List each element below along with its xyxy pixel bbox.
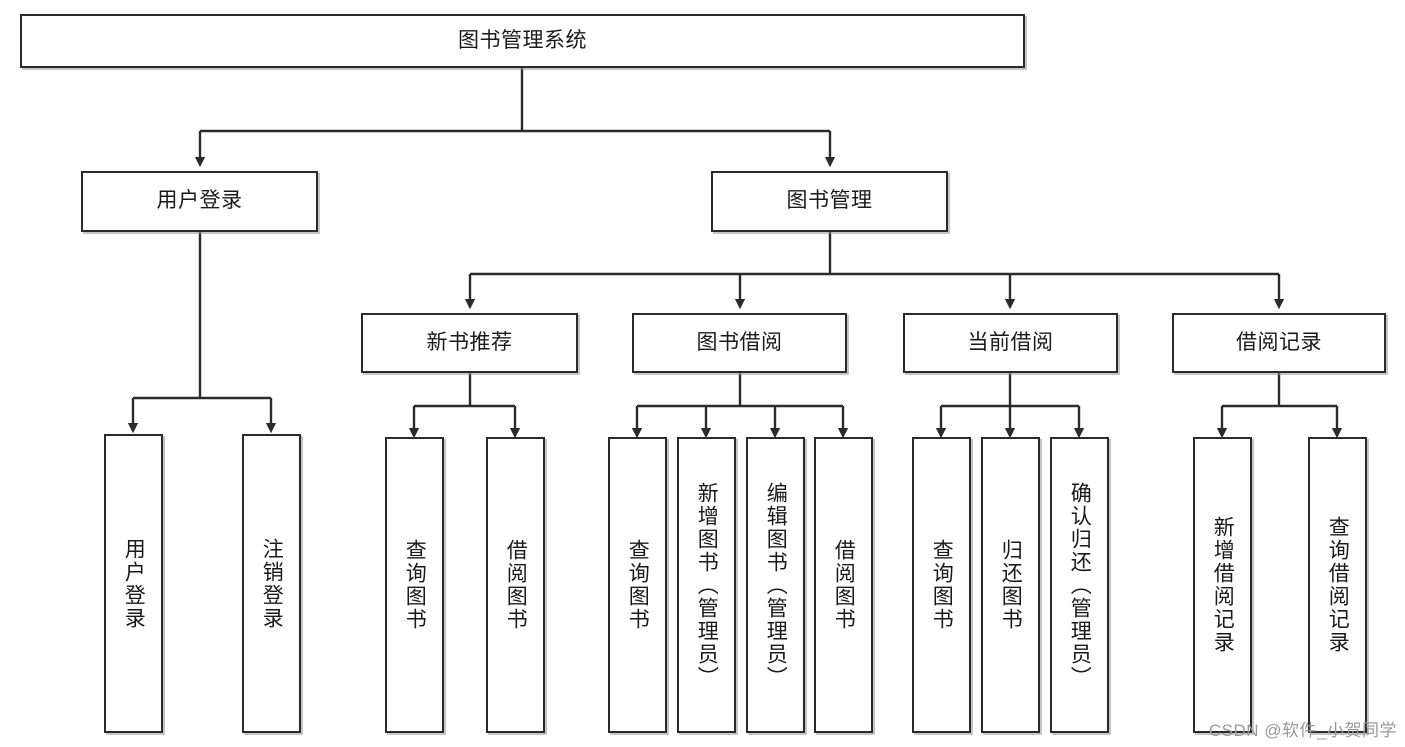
node-new-book-recommend-label: 新书推荐: [426, 330, 513, 354]
leaf-query-book-current[interactable]: 查询图书: [912, 437, 971, 733]
leaf-edit-book-admin[interactable]: 编辑图书（管理员）: [746, 437, 805, 733]
node-current-borrow-label: 当前借阅: [967, 330, 1054, 354]
node-book-management[interactable]: 图书管理: [711, 171, 948, 232]
leaf-user-login[interactable]: 用户登录: [104, 434, 163, 733]
node-borrow-record[interactable]: 借阅记录: [1172, 313, 1386, 373]
leaf-add-book-admin[interactable]: 新增图书（管理员）: [677, 437, 736, 733]
leaf-confirm-return-admin-label: 确认归还（管理员）: [1068, 481, 1092, 689]
leaf-add-borrow-record[interactable]: 新增借阅记录: [1193, 437, 1252, 733]
node-book-management-label: 图书管理: [786, 189, 873, 213]
node-root[interactable]: 图书管理系统: [20, 14, 1025, 68]
leaf-borrow-book-recommend-label: 借阅图书: [504, 539, 528, 631]
leaf-query-book-recommend[interactable]: 查询图书: [385, 437, 444, 733]
leaf-user-logout[interactable]: 注销登录: [242, 434, 301, 733]
leaf-confirm-return-admin[interactable]: 确认归还（管理员）: [1050, 437, 1109, 733]
watermark: CSDN @软件_小贺同学: [1208, 721, 1397, 740]
leaf-user-logout-label: 注销登录: [260, 537, 284, 630]
node-borrow-record-label: 借阅记录: [1236, 330, 1322, 354]
leaf-query-book-recommend-label: 查询图书: [403, 539, 427, 631]
leaf-add-book-admin-label: 新增图书（管理员）: [695, 481, 719, 689]
leaf-return-book[interactable]: 归还图书: [981, 437, 1040, 733]
leaf-query-borrow-record-label: 查询借阅记录: [1326, 516, 1350, 654]
leaf-query-book-borrow[interactable]: 查询图书: [608, 437, 667, 733]
leaf-return-book-label: 归还图书: [999, 539, 1023, 631]
leaf-borrow-book-recommend[interactable]: 借阅图书: [486, 437, 545, 733]
leaf-user-login-label: 用户登录: [122, 537, 146, 630]
leaf-borrow-book[interactable]: 借阅图书: [814, 437, 873, 733]
leaf-query-book-borrow-label: 查询图书: [626, 539, 650, 631]
leaf-query-borrow-record[interactable]: 查询借阅记录: [1308, 437, 1367, 733]
node-current-borrow[interactable]: 当前借阅: [903, 313, 1118, 373]
leaf-borrow-book-label: 借阅图书: [832, 539, 856, 631]
leaf-edit-book-admin-label: 编辑图书（管理员）: [764, 481, 788, 689]
node-book-borrow[interactable]: 图书借阅: [632, 313, 847, 373]
leaf-query-book-current-label: 查询图书: [930, 539, 954, 631]
leaf-add-borrow-record-label: 新增借阅记录: [1211, 516, 1235, 654]
node-user-login[interactable]: 用户登录: [81, 171, 318, 232]
node-root-label: 图书管理系统: [458, 28, 587, 52]
node-book-borrow-label: 图书借阅: [696, 330, 783, 354]
node-new-book-recommend[interactable]: 新书推荐: [361, 313, 578, 373]
node-user-login-label: 用户登录: [156, 189, 243, 213]
